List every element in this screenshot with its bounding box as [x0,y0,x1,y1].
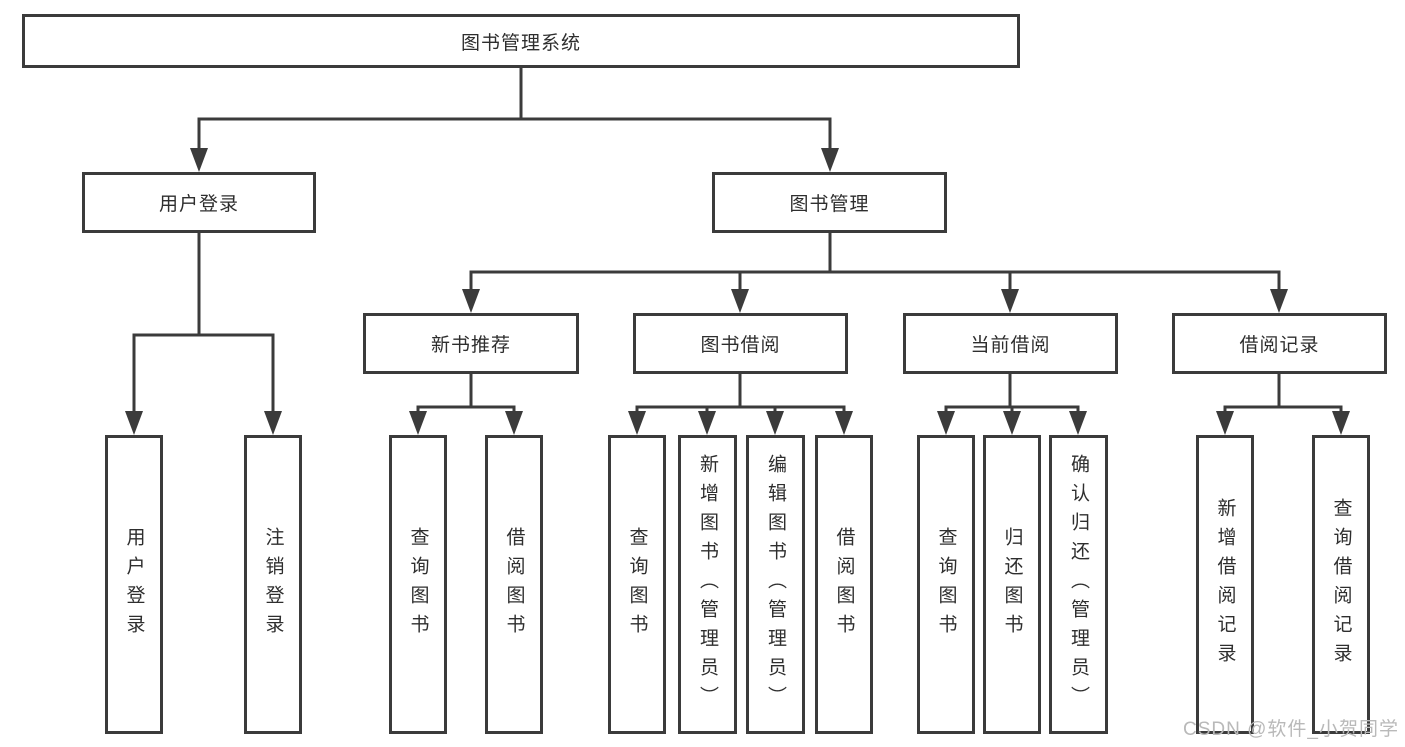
connector-paths [132,68,1343,413]
node-current-borrow: 当前借阅 [903,313,1118,374]
node-user-login: 用户登录 [82,172,316,233]
leaf-borrow-query-books-label: 查询图书 [626,526,648,643]
leaf-recommend-borrow-books-label: 借阅图书 [503,526,525,643]
leaf-recommend-query-books: 查询图书 [389,435,447,734]
node-current-borrow-label: 当前借阅 [970,335,1051,356]
leaf-current-return-books-label: 归还图书 [1001,526,1023,643]
node-new-book-recommend-label: 新书推荐 [430,335,511,356]
leaf-user-login: 用户登录 [105,435,163,734]
leaf-current-query-books: 查询图书 [917,435,975,734]
leaf-recommend-borrow-books: 借阅图书 [485,435,543,734]
leaf-borrow-add-books-admin: 新增图书（管理员） [678,435,737,734]
node-book-borrow: 图书借阅 [633,313,848,374]
leaf-borrow-edit-books-admin: 编辑图书（管理员） [746,435,805,734]
node-borrow-records-label: 借阅记录 [1239,335,1320,356]
arrowheads [125,148,1350,435]
leaf-logout-label: 注销登录 [262,526,284,643]
node-library-system: 图书管理系统 [22,14,1020,68]
leaf-current-query-books-label: 查询图书 [935,526,957,643]
leaf-records-query-record: 查询借阅记录 [1312,435,1370,734]
leaf-records-add-record: 新增借阅记录 [1196,435,1254,734]
leaf-logout: 注销登录 [244,435,302,734]
node-book-management-label: 图书管理 [789,194,870,215]
node-user-login-label: 用户登录 [158,194,239,215]
leaf-records-query-record-label: 查询借阅记录 [1330,497,1352,672]
leaf-user-login-label: 用户登录 [123,526,145,643]
leaf-recommend-query-books-label: 查询图书 [407,526,429,643]
node-new-book-recommend: 新书推荐 [363,313,579,374]
node-library-system-label: 图书管理系统 [460,32,581,54]
leaf-borrow-query-books: 查询图书 [608,435,666,734]
leaf-borrow-borrow-books-label: 借阅图书 [833,526,855,643]
csdn-watermark: CSDN @软件_小贺同学 [1183,719,1399,740]
leaf-current-return-books: 归还图书 [983,435,1041,734]
node-book-management: 图书管理 [712,172,947,233]
leaf-current-confirm-return-admin-label: 确认归还（管理员） [1068,454,1089,715]
node-borrow-records: 借阅记录 [1172,313,1387,374]
leaf-records-add-record-label: 新增借阅记录 [1214,497,1236,672]
leaf-borrow-edit-books-admin-label: 编辑图书（管理员） [765,454,786,715]
node-book-borrow-label: 图书借阅 [700,335,781,356]
leaf-borrow-add-books-admin-label: 新增图书（管理员） [697,454,718,715]
leaf-current-confirm-return-admin: 确认归还（管理员） [1049,435,1108,734]
leaf-borrow-borrow-books: 借阅图书 [815,435,873,734]
